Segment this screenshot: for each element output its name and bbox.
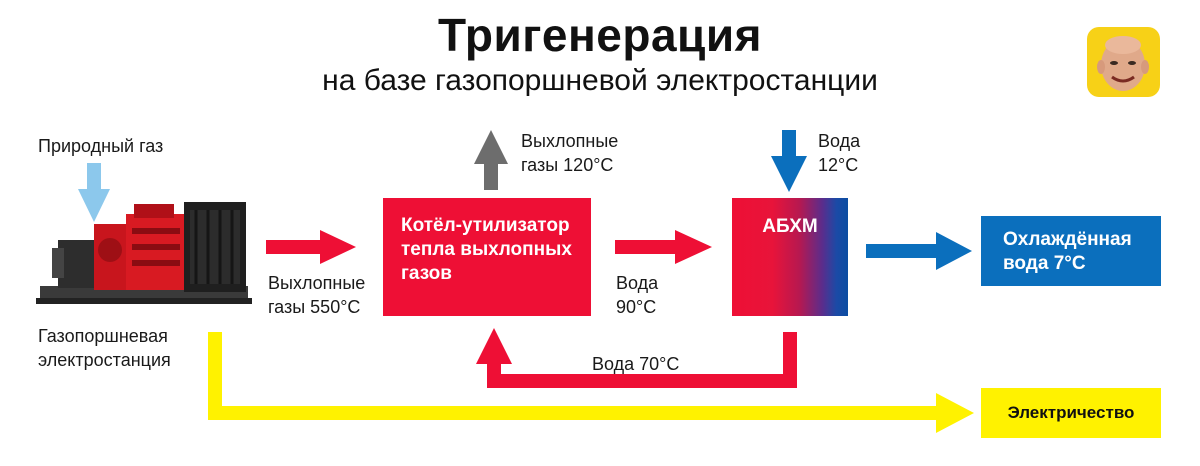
abhm-box: АБХМ xyxy=(732,198,848,316)
chilled-water-label-line1: Охлаждённая xyxy=(1003,229,1132,250)
exhaust-550-label-line2: газы 550°С xyxy=(268,297,361,317)
water-12-label: Вода 12°С xyxy=(818,129,860,177)
page-subtitle: на базе газопоршневой электростанции xyxy=(322,64,878,97)
electricity-box: Электричество xyxy=(981,388,1161,438)
boiler-label-line2: тепла выхлопных xyxy=(401,239,572,260)
exhaust-550-arrow xyxy=(266,230,356,264)
exhaust-120-label-line2: газы 120°С xyxy=(521,155,614,175)
exhaust-550-label-line1: Выхлопные xyxy=(268,273,366,293)
page-title: Тригенерация xyxy=(438,9,762,61)
water-90-label-line2: 90°С xyxy=(616,297,657,317)
generator-label-line2: электростанция xyxy=(38,350,171,370)
exhaust-120-arrow xyxy=(474,130,508,190)
boiler-label-line3: газов xyxy=(401,263,452,284)
chilled-water-arrow xyxy=(866,232,972,270)
gas-inflow-arrow xyxy=(78,163,110,222)
water-90-arrow xyxy=(615,230,712,264)
water-12-arrow xyxy=(771,130,807,192)
generator-label-line1: Газопоршневая xyxy=(38,326,168,346)
generator-icon xyxy=(36,188,272,316)
natural-gas-label: Природный газ xyxy=(38,136,164,156)
abhm-label: АБХМ xyxy=(762,216,818,237)
water-90-label: Вода 90°С xyxy=(616,271,658,319)
boiler-label-line1: Котёл-утилизатор xyxy=(401,215,570,236)
boiler-box: Котёл-утилизатор тепла выхлопных газов xyxy=(383,198,591,316)
generator-label: Газопоршневая электростанция xyxy=(38,324,171,372)
exhaust-120-label-line1: Выхлопные xyxy=(521,131,619,151)
chilled-water-box: Охлаждённая вода 7°С xyxy=(981,216,1161,286)
electricity-line xyxy=(208,332,974,433)
water-90-label-line1: Вода xyxy=(616,273,659,293)
water-12-label-line1: Вода xyxy=(818,131,861,151)
avatar-icon xyxy=(1087,27,1160,97)
water-70-label: Вода 70°С xyxy=(592,354,680,374)
electricity-label: Электричество xyxy=(1007,403,1135,422)
exhaust-120-label: Выхлопные газы 120°С xyxy=(521,129,618,177)
exhaust-550-label: Выхлопные газы 550°С xyxy=(268,271,365,319)
water-12-label-line2: 12°С xyxy=(818,155,859,175)
water-70-return-loop xyxy=(476,328,797,388)
chilled-water-label-line2: вода 7°С xyxy=(1003,253,1086,274)
